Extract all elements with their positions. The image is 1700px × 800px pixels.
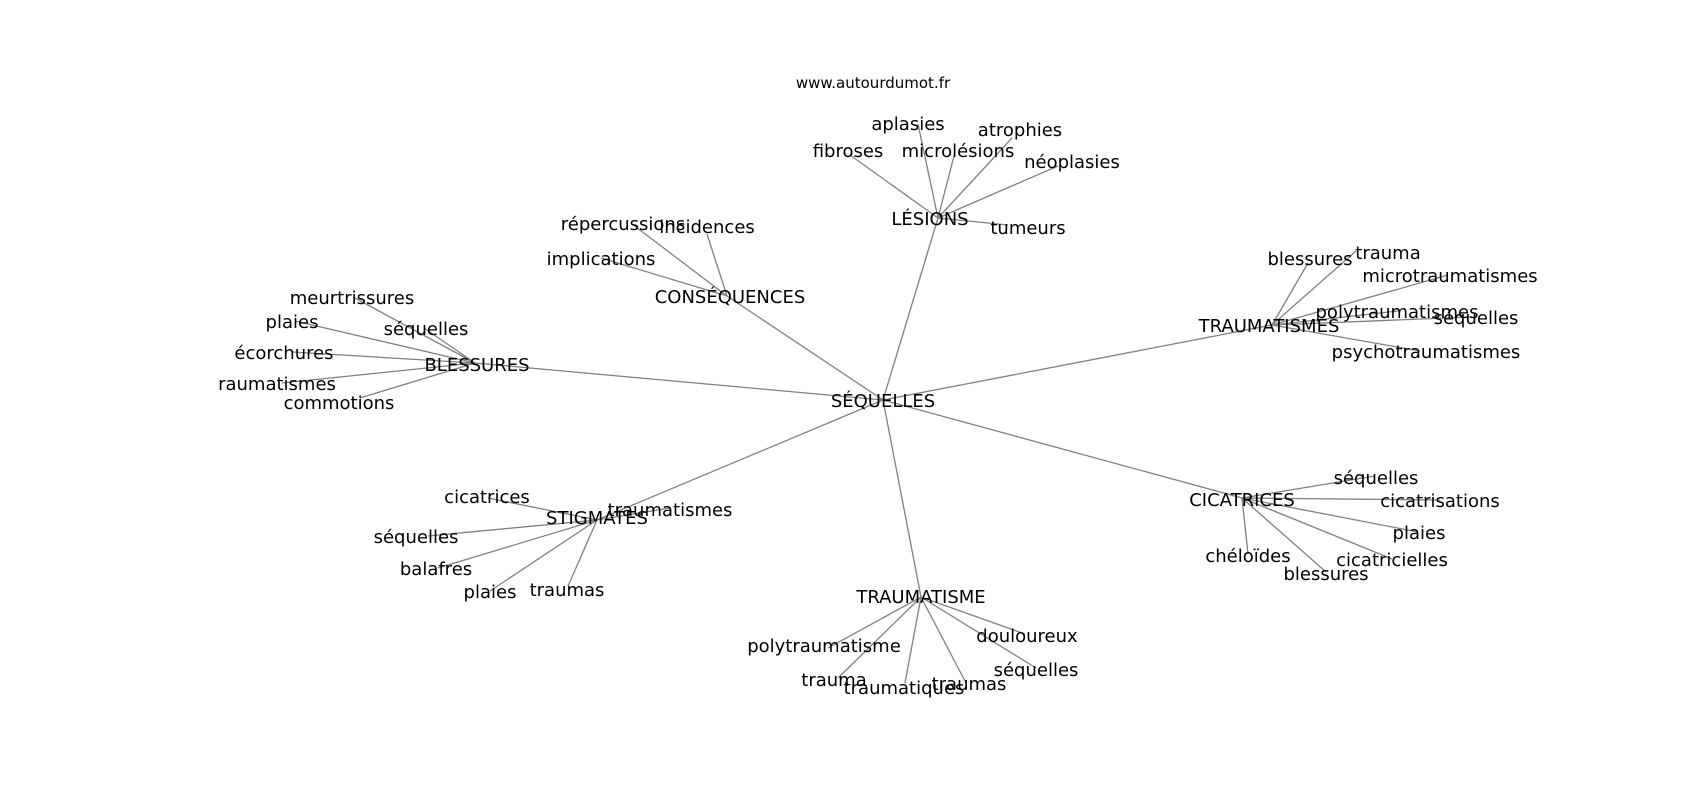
graph-edge (1271, 324, 1421, 352)
leaf-label: chéloïdes (1205, 546, 1290, 567)
leaf-label: séquelles (1334, 468, 1419, 489)
graph-edge (920, 596, 1037, 669)
graph-edge (920, 596, 1026, 635)
graph-edge (427, 519, 598, 537)
leaf-label: polytraumatismes (1316, 302, 1479, 323)
graph-edge (474, 362, 884, 401)
leaf-label: microtraumatismes (1362, 266, 1537, 287)
leaf-label: cicatrisations (1380, 491, 1500, 512)
leaf-label: néoplasies (1024, 152, 1120, 173)
graph-edge (827, 596, 922, 649)
leaf-label: plaies (266, 312, 319, 333)
leaf-label: répercussions (561, 214, 685, 235)
leaf-label: blessures (1283, 564, 1368, 585)
graph-edge (567, 519, 598, 587)
leaf-label: cicatricielles (1336, 550, 1448, 571)
graph-edge (294, 320, 476, 364)
leaf-label: polytraumatisme (747, 636, 901, 657)
leaf-label: aplasies (871, 114, 944, 135)
leaf-label: séquelles (374, 527, 459, 548)
leaf-label: trauma (801, 670, 866, 691)
center-label: SÉQUELLES (831, 390, 935, 412)
leaf-label: implications (547, 249, 656, 270)
graph-edge (1271, 262, 1309, 326)
graph-edge (596, 399, 884, 521)
graph-edge (917, 123, 939, 219)
leaf-label: douloureux (976, 626, 1078, 647)
hub-label: BLESSURES (424, 355, 529, 376)
graph-labels: aplasies atrophies fibroses microlésions néo… (218, 114, 1538, 699)
graph-edge (1241, 497, 1393, 560)
graph-edge (837, 596, 922, 679)
graph-edge (920, 596, 967, 684)
graph-edge (849, 154, 939, 219)
leaf-label: séquelles (384, 319, 469, 340)
graph-edge (937, 151, 956, 219)
graph-edge (1271, 316, 1473, 326)
graph-edge (281, 362, 476, 384)
graph-edge (423, 327, 476, 364)
graph-edge (487, 497, 598, 521)
leaf-label: cicatrices (444, 487, 530, 508)
leaf-label: blessures (1267, 249, 1352, 270)
graph-edge (882, 399, 922, 598)
graph-edge (1241, 497, 1249, 555)
graph-edge (904, 596, 922, 684)
leaf-label: séquelles (994, 660, 1079, 681)
graph-edge (937, 217, 1009, 226)
leaf-label: raumatismes (218, 374, 336, 395)
graph-edge (726, 295, 884, 401)
leaf-label: balafres (400, 559, 472, 580)
leaf-label: incidences (659, 217, 755, 238)
graph-edges (281, 123, 1473, 684)
graph-edge (354, 297, 476, 364)
leaf-label: tumeurs (990, 218, 1065, 239)
leaf-label: commotions (284, 393, 395, 414)
graph-edge (359, 362, 476, 399)
leaf-label: microlésions (902, 141, 1015, 162)
leaf-label: séquelles (1434, 308, 1519, 329)
leaf-label: traumatismes (608, 500, 733, 521)
hub-label: TRAUMATISME (855, 587, 985, 608)
hub-label: LÉSIONS (891, 208, 968, 230)
leaf-label: fibroses (813, 141, 884, 162)
hub-label: CONSÉQUENCES (655, 286, 806, 308)
leaf-label: atrophies (978, 120, 1062, 141)
leaf-label: trauma (1355, 243, 1420, 264)
graph-edge (882, 324, 1273, 401)
hub-label: TRAUMATISMES (1198, 316, 1340, 337)
graph-edge (882, 399, 1243, 499)
leaf-label: plaies (1393, 523, 1446, 544)
hub-label: CICATRICES (1189, 490, 1295, 511)
graph-edge (596, 507, 671, 521)
graph-edge (631, 223, 728, 297)
leaf-label: psychotraumatismes (1332, 342, 1521, 363)
graph-edge (1241, 497, 1441, 501)
hub-label: STIGMATES (546, 508, 648, 529)
graph-edge (489, 519, 598, 592)
graph-edge (1241, 475, 1376, 499)
graph-edge (706, 233, 728, 297)
leaf-label: meurtrissures (290, 288, 415, 309)
graph-edge (937, 165, 1059, 219)
leaf-label: plaies (464, 582, 517, 603)
graph-edge (882, 217, 939, 401)
graph-edge (437, 519, 598, 569)
leaf-label: traumas (932, 674, 1007, 695)
graph-edge (1241, 497, 1419, 533)
graph-edge (1241, 497, 1327, 573)
graph-edge (291, 351, 476, 364)
leaf-label: écorchures (234, 343, 333, 364)
graph-edge (1271, 250, 1357, 326)
leaf-label: traumatiques (844, 678, 965, 699)
leaf-label: traumas (530, 580, 605, 601)
graph-edge (937, 137, 1013, 219)
graph-edge (1271, 274, 1449, 326)
graph-edge (600, 257, 728, 297)
source-site-label: www.autourdumot.fr (796, 74, 951, 92)
graph-edge (1271, 310, 1399, 326)
